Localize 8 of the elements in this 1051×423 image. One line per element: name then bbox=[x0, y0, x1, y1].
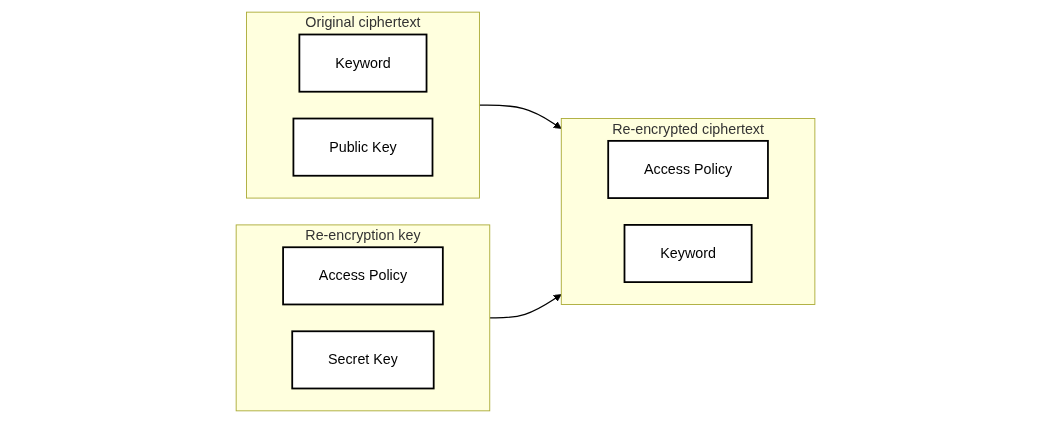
node-box: Secret Key bbox=[291, 330, 435, 390]
node-box: Public Key bbox=[292, 117, 434, 177]
node-box: Access Policy bbox=[282, 246, 444, 306]
arrow bbox=[478, 104, 562, 129]
node-box: Keyword bbox=[298, 33, 428, 93]
arrow bbox=[489, 294, 562, 319]
node-box: Keyword bbox=[623, 224, 753, 283]
node-box: Access Policy bbox=[607, 139, 769, 199]
